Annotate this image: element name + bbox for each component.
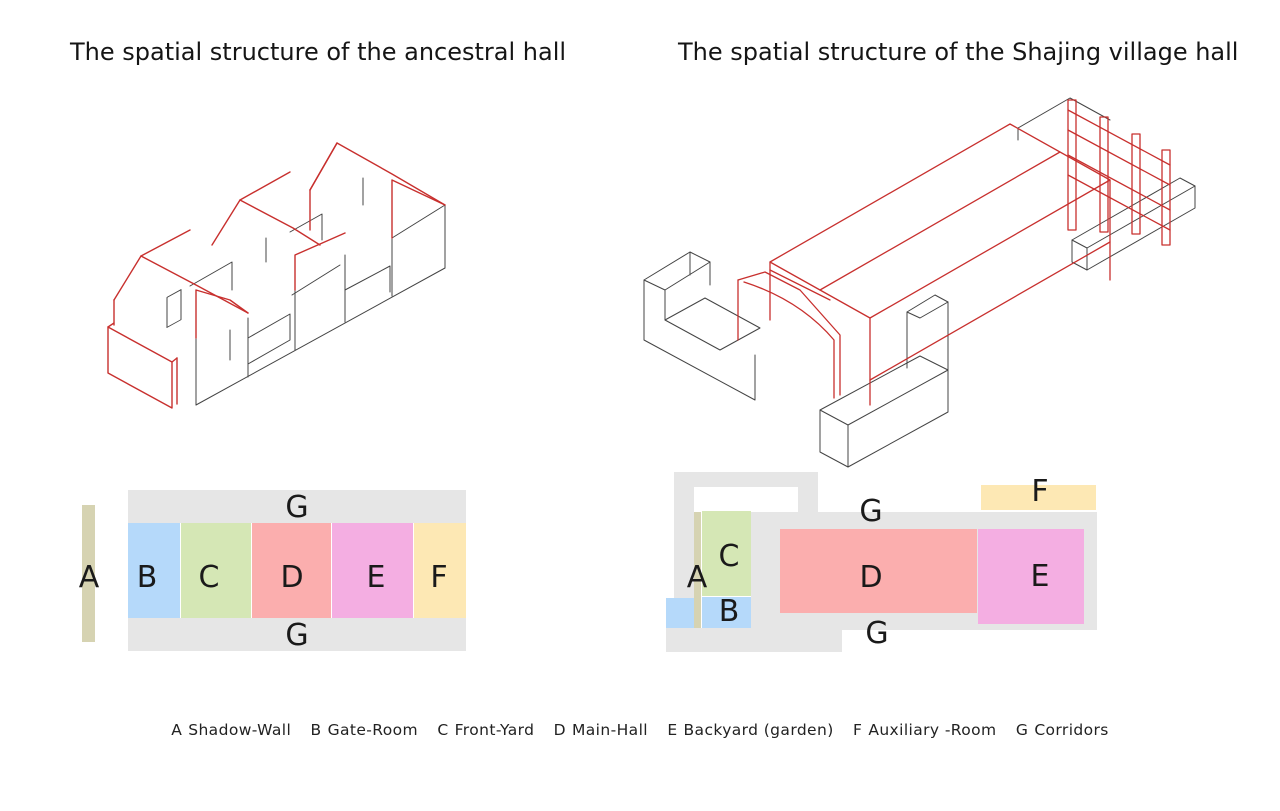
- zone-e-backyard: [978, 529, 1084, 624]
- label-e-right: E: [1030, 559, 1050, 594]
- zone-b-gate-room: [128, 523, 180, 618]
- zone-c-front-yard: [181, 523, 251, 618]
- zone-b-gate-room: [702, 597, 751, 628]
- village-hall-gray-lines: [643, 97, 1196, 468]
- label-b-right: B: [718, 594, 740, 629]
- zone-a-shadow-wall: [82, 505, 95, 642]
- label-d: D: [280, 560, 304, 595]
- label-c: C: [198, 560, 220, 595]
- zone-g-corridor-front-top: [674, 472, 818, 487]
- label-e: E: [366, 560, 386, 595]
- label-d-right: D: [859, 560, 883, 595]
- axonometric-drawings: [107, 97, 1196, 468]
- label-c-right: C: [718, 539, 740, 574]
- label-g-right-top: G: [859, 494, 883, 529]
- zone-f-auxiliary-room: [414, 523, 466, 618]
- label-b: B: [136, 560, 158, 595]
- label-f: F: [430, 560, 448, 595]
- zone-a-shadow-wall: [694, 512, 701, 628]
- zone-g-corridor-top: [128, 490, 466, 523]
- right-diagram-title: The spatial structure of the Shajing vil…: [678, 38, 1239, 66]
- zone-b-gate-side: [666, 598, 694, 628]
- ancestral-hall-gray-lines: [166, 177, 446, 406]
- zone-g-corridor-front-right: [798, 472, 818, 512]
- ancestral-hall-red-lines: [107, 142, 446, 409]
- label-f-right: F: [1031, 474, 1049, 509]
- zone-e-backyard: [332, 523, 413, 618]
- zone-d-main-hall: [780, 529, 977, 613]
- label-g-top: G: [285, 490, 309, 525]
- village-hall-red-lines: [737, 99, 1171, 406]
- zone-g-corridor-front-left: [674, 472, 694, 600]
- ancestral-hall-axonometric: [107, 142, 446, 409]
- label-a: A: [78, 560, 100, 595]
- zone-d-main-hall: [252, 523, 331, 618]
- village-hall-axonometric: [643, 97, 1196, 468]
- zone-c-front-yard: [702, 511, 751, 596]
- zone-f-auxiliary-room: [981, 485, 1096, 510]
- label-a-right: A: [686, 560, 708, 595]
- zone-g-corridor-bottom: [128, 618, 466, 651]
- label-g-right-bottom: G: [865, 616, 889, 651]
- label-g-bottom: G: [285, 618, 309, 653]
- left-diagram-title: The spatial structure of the ancestral h…: [70, 38, 567, 66]
